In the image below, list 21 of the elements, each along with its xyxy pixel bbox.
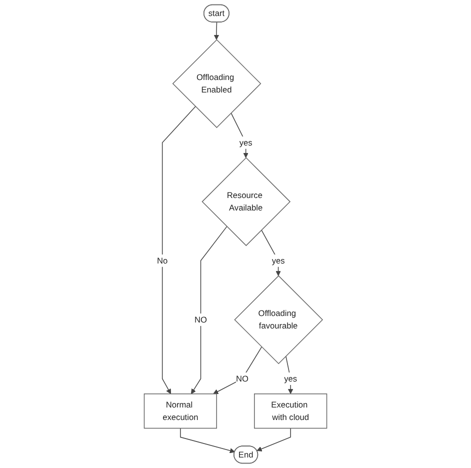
- decision-diamond: Offloading Enabled: [172, 39, 262, 128]
- process-box: Normal execution: [144, 393, 217, 429]
- arrow: [285, 356, 294, 394]
- decision-diamond: Resource Available: [202, 157, 291, 246]
- edge-label: NO: [236, 374, 248, 384]
- edge-label: yes: [272, 256, 285, 266]
- arrow: [261, 230, 281, 276]
- arrow: [191, 226, 228, 394]
- edge-label: yes: [284, 374, 298, 384]
- arrow: [230, 112, 248, 158]
- arrow: [162, 106, 196, 394]
- terminal-node: start: [203, 4, 230, 22]
- arrow: [214, 22, 220, 40]
- arrow: [180, 428, 235, 454]
- decision-diamond: Offloading favourable: [234, 275, 324, 364]
- edge-label: No: [157, 256, 168, 266]
- edge-label: yes: [239, 138, 252, 148]
- process-box: Execution with cloud: [254, 393, 328, 429]
- edge-label: NO: [194, 314, 207, 324]
- arrow: [256, 428, 291, 452]
- terminal-node: End: [234, 446, 258, 464]
